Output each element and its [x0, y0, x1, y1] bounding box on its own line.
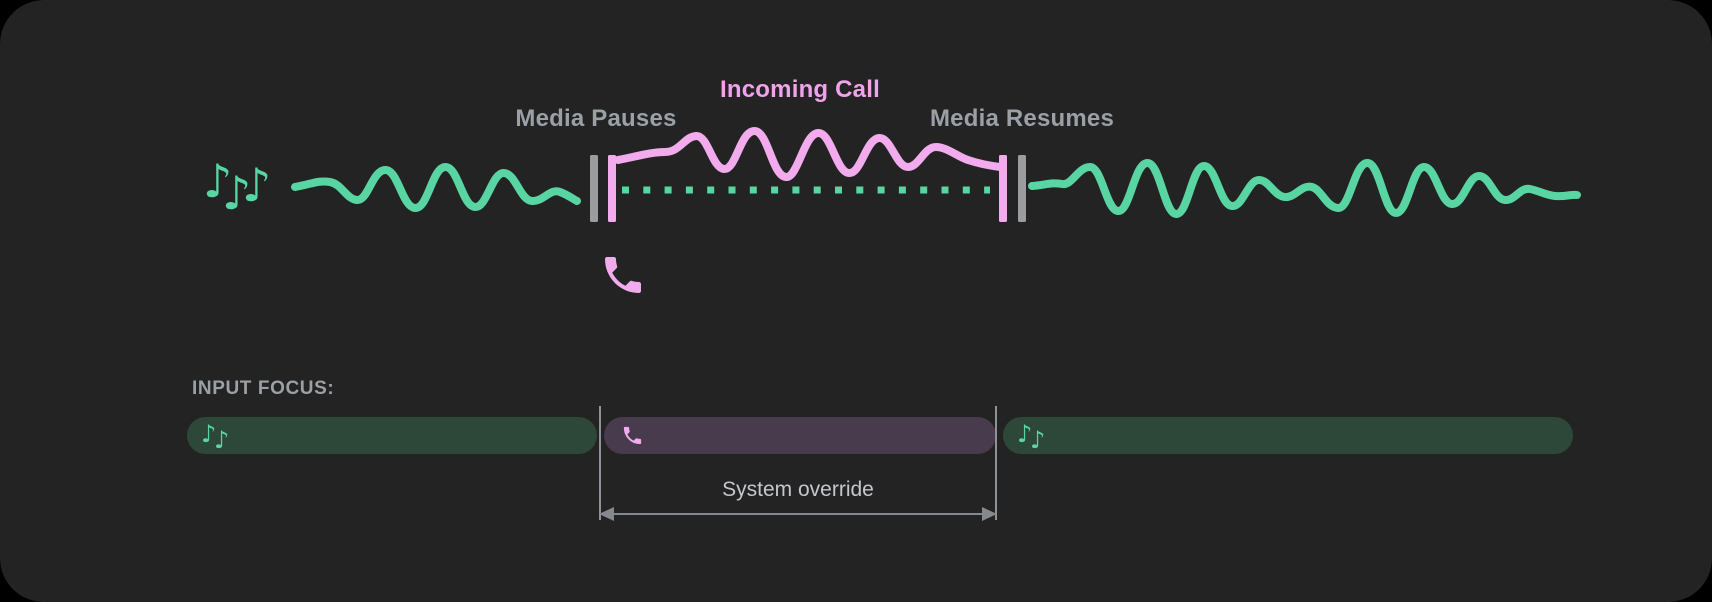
incoming-call-wave	[614, 127, 1004, 181]
label-incoming-call: Incoming Call	[720, 76, 880, 103]
label-media-resumes: Media Resumes	[929, 105, 1115, 132]
pause-marker-call	[608, 155, 616, 222]
media-wave-before	[291, 163, 581, 212]
note-glyph: ♪	[203, 154, 233, 208]
focus-bar-call	[604, 417, 996, 454]
input-focus-heading: INPUT FOCUS:	[192, 378, 335, 399]
media-wave-after	[1028, 159, 1581, 218]
focus-bar-media-2: ♪ ♪	[1003, 417, 1573, 454]
phone-icon	[605, 257, 641, 293]
override-boundary-line-right	[995, 406, 997, 520]
label-media-pauses: Media Pauses	[515, 105, 677, 132]
note-glyph: ♪	[214, 426, 230, 454]
resume-marker-call	[999, 155, 1007, 222]
phone-icon	[623, 426, 642, 445]
note-glyph: ♪	[242, 158, 272, 212]
pause-marker-media	[590, 155, 598, 222]
note-glyph: ♪	[1030, 426, 1046, 454]
override-arrowhead-left	[599, 507, 614, 521]
note-glyph: ♪	[222, 166, 252, 220]
system-override-label: System override	[722, 478, 874, 501]
resume-marker-media	[1018, 155, 1026, 222]
note-glyph: ♪	[201, 420, 217, 448]
focus-bar-media-1: ♪ ♪	[187, 417, 597, 454]
override-arrow	[602, 513, 994, 515]
override-arrowhead-right	[982, 507, 997, 521]
timeline-diagram	[291, 127, 1581, 222]
override-boundary-line-left	[599, 406, 601, 520]
note-glyph: ♪	[1017, 420, 1033, 448]
